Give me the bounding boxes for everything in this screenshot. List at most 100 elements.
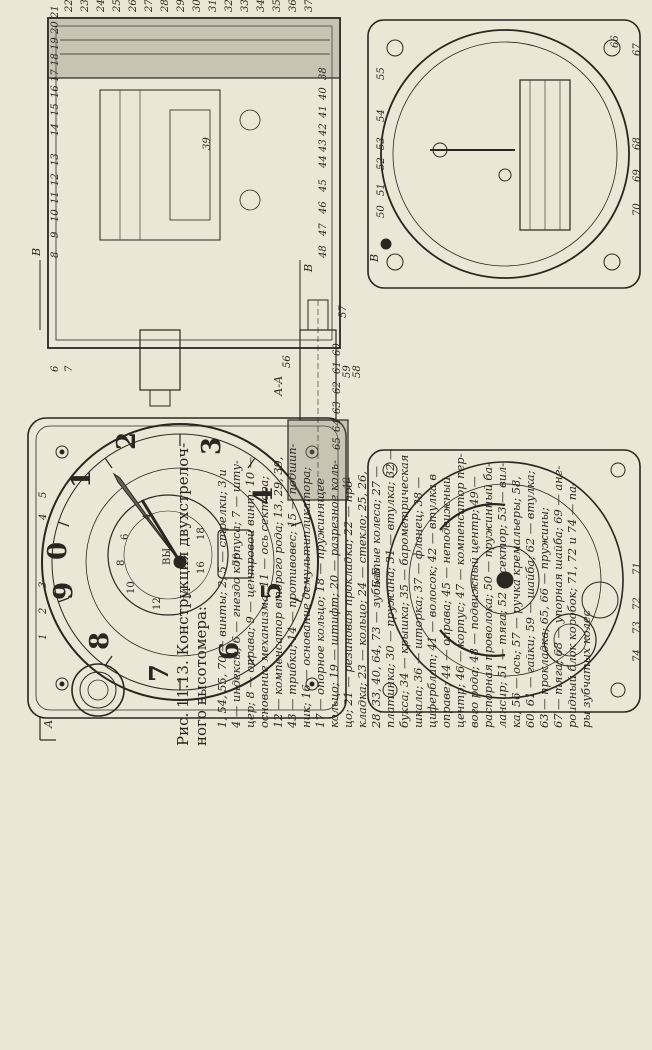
callout-30: 30 — [192, 0, 203, 12]
callout-53: 53 — [376, 137, 387, 150]
callout-23: 23 — [80, 0, 91, 13]
callout-56: 56 — [282, 355, 293, 368]
callout-37: 37 — [304, 0, 315, 12]
caption-line: центр; 46 — корпус; 47 — компенсатор пер… — [453, 453, 467, 728]
callout-45: 45 — [318, 179, 329, 193]
callout-62: 62 — [332, 381, 343, 394]
callout-1: 1 — [38, 634, 49, 640]
section-label-b-b: Б-Б — [370, 568, 383, 589]
callout-31: 31 — [208, 0, 219, 12]
callout-34: 34 — [256, 0, 267, 12]
caption-line: лансир; 51 — тяга; 52 — сектор; 53 — вил… — [495, 463, 509, 728]
caption-line: циферблат; 41 — волосок; 42 — втулка в — [425, 474, 439, 728]
inner-number-4: 4 — [142, 514, 153, 520]
callout-60: 60 — [332, 343, 343, 356]
callout-40: 40 — [318, 87, 329, 101]
caption-line: 1, 54, 55, 70 — винты; 2, 5 — стрелки; 3… — [215, 469, 229, 728]
caption-line: платинка; 30 — пружина; 31 — втулка; 32 … — [383, 449, 397, 728]
caption-line: 67 — тяга; 68 — упорная шайба; 69 — ане- — [551, 466, 565, 728]
callout-35: 35 — [272, 0, 283, 12]
caption-line: роидный блок коробок; 71, 72 и 74 — па- — [565, 482, 579, 728]
callout-41: 41 — [318, 105, 329, 119]
callout-6: 6 — [50, 365, 61, 372]
inner-number-14: 14 — [182, 587, 193, 600]
inner-label: ВЫ — [162, 548, 173, 565]
callout-24: 24 — [96, 0, 107, 13]
figure-caption: Рис. 11.13. Конструкция двухстрелоч- ног… — [174, 443, 593, 746]
callout-61: 61 — [332, 361, 343, 374]
caption-line: кладка; 23 — кольцо; 24 — стекло; 25, 26… — [355, 471, 369, 728]
callout-32: 32 — [224, 0, 235, 12]
caption-line: 28, 33, 40, 64, 73 — зубчатые колеса; 27… — [369, 466, 383, 729]
dial-numbers: 0 1 2 3 4 5 6 7 8 9 4 6 8 10 12 14 16 18… — [43, 432, 287, 682]
callout-64: 64 — [332, 419, 343, 432]
callout-55: 55 — [376, 67, 387, 80]
callout-22: 22 — [64, 0, 75, 13]
caption-line: 17 — опорное кольцо; 18 — пружинящее — [313, 478, 327, 728]
side-section-view — [39, 17, 341, 407]
callout-67: 67 — [632, 43, 643, 56]
callout-57: 57 — [338, 305, 349, 318]
rear-view-v-v-callouts: В 50 51 52 53 54 55 66 67 68 69 70 — [368, 35, 643, 263]
callout-33: 33 — [240, 0, 251, 12]
callout-68: 68 — [632, 137, 643, 150]
rear-view-v-v — [367, 19, 641, 289]
callout-13: 13 — [50, 153, 61, 166]
section-label-v-left: В — [30, 248, 43, 257]
callout-38: 38 — [318, 67, 329, 80]
dial-number-1: 1 — [67, 470, 97, 488]
callout-20: 20 — [50, 21, 61, 35]
caption-line: ник; 16 — основание демультипликатора; — [299, 467, 313, 728]
inner-number-10: 10 — [126, 581, 137, 594]
dial-front-view — [27, 417, 347, 741]
callout-65: 65 — [332, 437, 343, 450]
callout-12: 12 — [50, 173, 61, 186]
callout-9: 9 — [50, 231, 61, 238]
caption-line: букса; 34 — крышка; 35 — барометрическая — [397, 455, 411, 728]
dial-number-4: 4 — [249, 487, 279, 505]
section-label-a-arrow: А — [42, 720, 55, 729]
callout-73: 73 — [632, 621, 643, 634]
callout-5: 5 — [38, 492, 49, 498]
callout-17: 17 — [50, 69, 61, 82]
caption-line: кольцо; 19 — штифт; 20 — разрезное коль- — [327, 460, 341, 728]
callout-25: 25 — [112, 0, 123, 13]
callout-29: 29 — [176, 0, 187, 13]
caption-line: оправе; 44 — оправа; 45 — неподвижный — [439, 477, 453, 728]
caption-line: 63 — прокладка; 65, 66 — пружины; — [537, 507, 551, 728]
callout-4: 4 — [38, 514, 49, 521]
callout-63: 63 — [332, 401, 343, 414]
section-label-a-a: А-А — [272, 376, 285, 397]
caption-line: ры зубчатых колес — [579, 609, 593, 728]
callout-51: 51 — [376, 183, 387, 196]
rear-view-b-b — [367, 449, 641, 713]
section-label-v-right: В — [302, 264, 315, 273]
dial-number-6: 6 — [215, 642, 245, 660]
baro-value: 76 — [232, 553, 243, 566]
callout-66: 66 — [610, 35, 621, 48]
caption-line: 43 — трибки; 14 — противовес; 15 — подши… — [285, 443, 299, 729]
dial-number-3: 3 — [197, 437, 227, 455]
caption-line: цо; 21 — резиновая прокладка; 22 — про- — [341, 477, 355, 728]
callout-11: 11 — [50, 191, 61, 204]
caption-line: 60, 61 — гайки; 59 — шайба; 62 — втулка; — [523, 470, 537, 728]
callout-8: 8 — [50, 252, 61, 258]
side-section-callouts: 6 7 8 9 10 11 12 13 14 15 16 17 18 19 20… — [30, 0, 353, 491]
callout-74: 74 — [632, 649, 643, 662]
callout-19: 19 — [50, 37, 61, 50]
inner-number-8: 8 — [116, 560, 127, 566]
callout-47: 47 — [318, 223, 329, 237]
callout-21: 21 — [50, 5, 61, 19]
knob-section-view — [287, 299, 349, 501]
caption-title-line-1: Рис. 11.13. Конструкция двухстрелоч- — [174, 443, 192, 746]
callout-42: 42 — [318, 123, 329, 137]
callout-58: 58 — [352, 365, 363, 378]
callout-44: 44 — [318, 155, 329, 169]
callout-39: 39 — [202, 137, 213, 150]
callout-52: 52 — [376, 157, 387, 170]
inner-number-18: 18 — [196, 527, 207, 540]
callout-14: 14 — [50, 123, 61, 136]
callout-26: 26 — [128, 0, 139, 13]
